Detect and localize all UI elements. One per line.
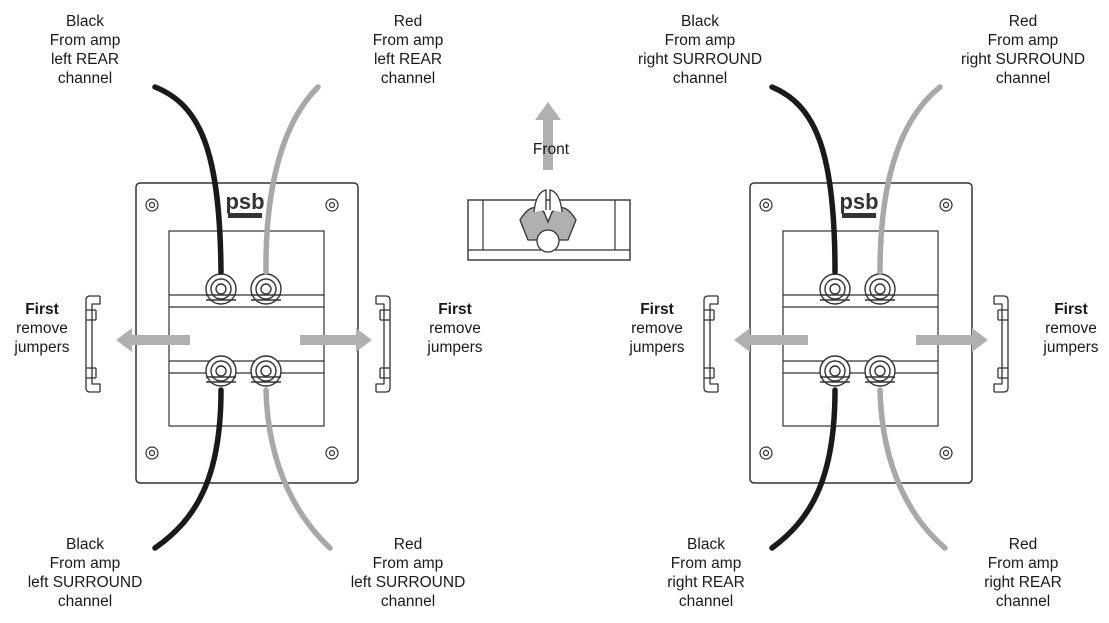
right-top-black-wire	[769, 84, 838, 275]
left-jumper-left	[85, 295, 101, 393]
left-bottom-black-wire	[152, 387, 224, 551]
right-bottom-black-wire	[769, 387, 838, 551]
label-front: Front	[532, 141, 570, 158]
left-bottom-red-wire	[263, 387, 333, 551]
right-terminal-plate: psb	[749, 182, 973, 484]
left-top-red-wire	[263, 84, 321, 275]
left-jumper-right	[375, 295, 391, 393]
left-terminal-plate: psb	[135, 182, 359, 484]
left-logo: psb	[225, 189, 264, 214]
front-arrow-icon	[535, 102, 561, 170]
right-jumper-left	[703, 295, 719, 393]
right-arrow-right	[916, 328, 988, 352]
left-arrow-right	[300, 328, 372, 352]
front-orientation-figure	[467, 102, 631, 261]
right-logo: psb	[839, 189, 878, 214]
right-jumper-right	[993, 295, 1009, 393]
left-arrow-left	[116, 328, 190, 352]
right-top-red-wire	[877, 84, 943, 275]
right-bottom-red-wire	[877, 387, 948, 551]
left-top-black-wire	[152, 84, 224, 275]
right-arrow-left	[734, 328, 808, 352]
